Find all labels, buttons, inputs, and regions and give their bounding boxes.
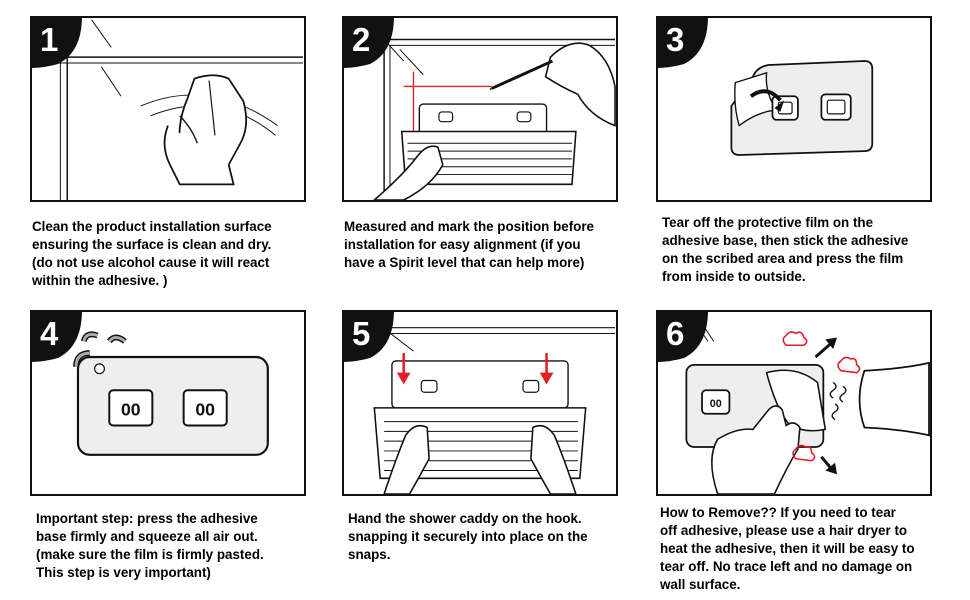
step-3-panel: 3 bbox=[656, 16, 932, 202]
step-1-panel: 1 bbox=[30, 16, 306, 202]
step-number-badge: 4 bbox=[32, 312, 82, 362]
step-4-caption: Important step: press the adhesive base … bbox=[36, 511, 264, 580]
step-number-badge: 6 bbox=[658, 312, 708, 362]
step-number: 5 bbox=[352, 315, 371, 352]
svg-text:00: 00 bbox=[195, 400, 215, 420]
step-6-caption: How to Remove?? If you need to tear off … bbox=[660, 505, 915, 592]
step-number-badge: 5 bbox=[344, 312, 394, 362]
svg-text:00: 00 bbox=[121, 400, 141, 420]
cleaning-surface-illustration bbox=[32, 18, 304, 200]
step-4-panel: 00 00 4 bbox=[30, 310, 306, 496]
press-adhesive-illustration: 00 00 bbox=[73, 331, 269, 456]
step-number: 3 bbox=[666, 21, 685, 58]
step-5-caption: Hand the shower caddy on the hook. snapp… bbox=[348, 511, 588, 562]
marking-position-illustration bbox=[373, 38, 616, 200]
step-number-badge: 3 bbox=[658, 18, 708, 68]
svg-text:00: 00 bbox=[710, 398, 722, 410]
tear-film-illustration bbox=[730, 60, 874, 156]
step-number-badge: 2 bbox=[344, 18, 394, 68]
step-number: 6 bbox=[666, 315, 685, 352]
step-3-caption: Tear off the protective film on the adhe… bbox=[662, 215, 909, 284]
step-2-panel: 2 bbox=[342, 16, 618, 202]
step-number-badge: 1 bbox=[32, 18, 82, 68]
step-2-caption: Measured and mark the position before in… bbox=[344, 219, 595, 270]
step-number: 1 bbox=[40, 21, 59, 58]
step-number: 2 bbox=[352, 21, 371, 58]
step-6-panel: 00 6 bbox=[656, 310, 932, 496]
hang-caddy-illustration bbox=[373, 327, 616, 494]
step-1-caption: Clean the product installation surface e… bbox=[32, 219, 272, 288]
step-5-panel: 5 bbox=[342, 310, 618, 496]
step-number: 4 bbox=[40, 315, 59, 352]
remove-adhesive-illustration: 00 bbox=[685, 312, 930, 494]
